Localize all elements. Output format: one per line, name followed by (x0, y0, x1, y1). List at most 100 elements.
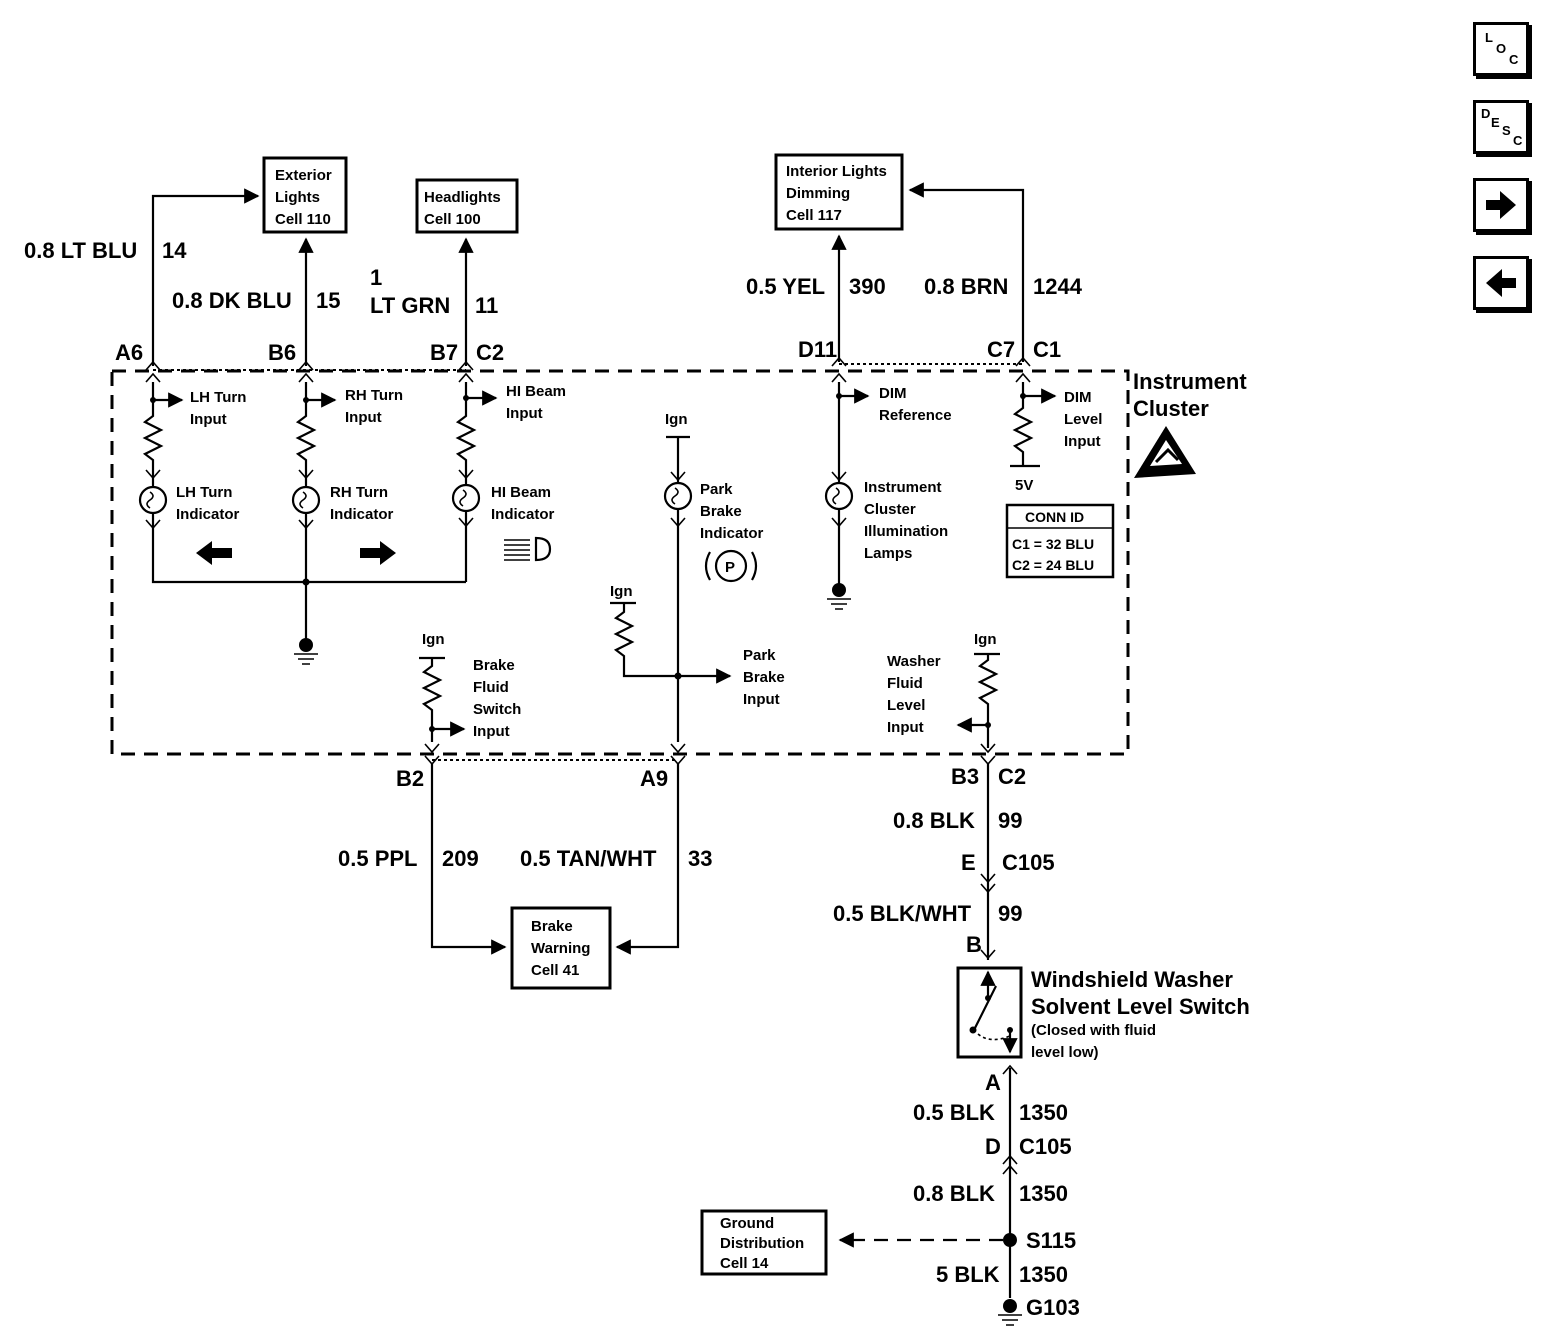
pin-c7: C7 (987, 337, 1015, 362)
wire-1350c-color: 5 BLK (936, 1262, 1000, 1287)
hi-beam-circuit (451, 382, 498, 582)
wire-390-color: 0.5 YEL (746, 274, 825, 299)
next-page-button[interactable] (1473, 178, 1529, 232)
wire-33-color: 0.5 TAN/WHT (520, 846, 657, 871)
ground-dist-line1: Ground (720, 1215, 774, 1232)
switch-title-2: Solvent Level Switch (1031, 994, 1250, 1019)
switch-title-1: Windshield Washer (1031, 967, 1233, 992)
cluster-title-1: Instrument (1133, 369, 1247, 394)
interior-line1: Interior Lights (786, 163, 887, 180)
previous-page-button[interactable] (1473, 256, 1529, 310)
wire-390-num: 390 (849, 274, 886, 299)
conn-id-c1: C1 = 32 BLU (1012, 536, 1094, 552)
loc-letter-o: O (1496, 41, 1507, 56)
wire-1244-color: 0.8 BRN (924, 274, 1008, 299)
exterior-line3: Cell 110 (275, 211, 331, 228)
switch-note-1: (Closed with fluid (1031, 1022, 1156, 1039)
park-input-2: Brake (743, 669, 785, 686)
dim-level-1: DIM (1064, 389, 1092, 406)
pin-b2: B2 (396, 766, 424, 791)
wire-1350b-num: 1350 (1019, 1181, 1068, 1206)
loc-button[interactable]: L O C (1473, 22, 1529, 76)
right-turn-arrow-icon (360, 541, 396, 565)
desc-letter-e: E (1491, 115, 1500, 130)
exterior-line2: Lights (275, 189, 320, 206)
pin-g103: G103 (1026, 1295, 1080, 1320)
wire-1350a-num: 1350 (1019, 1100, 1068, 1125)
rh-turn-ind-2: Indicator (330, 506, 394, 523)
desc-button[interactable]: D E S C (1473, 100, 1529, 154)
illum-2: Cluster (864, 501, 916, 518)
wire-209 (430, 764, 507, 955)
pin-d11: D11 (798, 337, 837, 362)
washer-fluid-circuit (956, 652, 1000, 748)
lh-turn-ind-2: Indicator (176, 506, 240, 523)
hi-beam-ind-2: Indicator (491, 506, 555, 523)
park-ind-1: Park (700, 481, 733, 498)
top-connectors (145, 356, 1031, 383)
dim-reference-circuit (824, 382, 870, 610)
cluster-title-2: Cluster (1133, 396, 1209, 421)
wire-11-color-2: LT GRN (370, 293, 450, 318)
pin-b7: B7 (430, 340, 458, 365)
park-input-1: Park (743, 647, 776, 664)
washer-4: Input (887, 719, 924, 736)
exterior-lights-box (262, 156, 348, 234)
park-ind-2: Brake (700, 503, 742, 520)
dim-level-2: Level (1064, 411, 1102, 428)
lh-turn-input-2: Input (190, 411, 227, 428)
pin-a: A (985, 1070, 1001, 1095)
brake-fluid-3: Switch (473, 701, 521, 718)
wire-1244 (908, 182, 1025, 362)
ground-g103-icon (998, 1299, 1022, 1326)
rh-turn-input-2: Input (345, 409, 382, 426)
hi-beam-input-2: Input (506, 405, 543, 422)
headlights-box (415, 178, 519, 234)
desc-letter-c: C (1513, 133, 1523, 148)
brake-warning-line1: Brake (531, 918, 573, 935)
wire-14 (151, 188, 260, 366)
dim-level-3: Input (1064, 433, 1101, 450)
headlight-icon (504, 536, 552, 562)
desc-letter-d: D (1481, 106, 1491, 121)
switch-note-2: level low) (1031, 1044, 1099, 1061)
pin-e: E (961, 850, 976, 875)
right-arrow-icon (1486, 191, 1516, 219)
brake-warning-line3: Cell 41 (531, 962, 579, 979)
pin-a9: A9 (640, 766, 668, 791)
wire-1350c-num: 1350 (1019, 1262, 1068, 1287)
esd-warning-icon (1134, 426, 1196, 478)
rh-turn-circuit (291, 382, 337, 640)
instrument-cluster-boundary (110, 369, 1130, 756)
pin-d: D (985, 1134, 1001, 1159)
washer-ign: Ign (974, 631, 997, 648)
rh-turn-input-1: RH Turn (345, 387, 403, 404)
brake-fluid-1: Brake (473, 657, 515, 674)
brake-fluid-circuit (419, 656, 466, 742)
illum-3: Illumination (864, 523, 948, 540)
pin-c2-bottom: C2 (998, 764, 1026, 789)
interior-lights-box (774, 153, 904, 231)
desc-letter-s: S (1502, 123, 1511, 138)
five-volt-label: 5V (1015, 477, 1033, 494)
wire-15-color: 0.8 DK BLU (172, 288, 292, 313)
interior-line2: Dimming (786, 185, 850, 202)
exterior-line1: Exterior (275, 167, 332, 184)
washer-3: Level (887, 697, 925, 714)
pin-c2-top: C2 (476, 340, 504, 365)
park-brake-circuit (610, 435, 730, 742)
ground-dist-line3: Cell 14 (720, 1255, 769, 1272)
park-ign: Ign (665, 411, 688, 428)
wire-99b-color: 0.5 BLK/WHT (833, 901, 972, 926)
park-symbol-letter: P (725, 559, 735, 576)
wire-99b-num: 99 (998, 901, 1022, 926)
wire-11-num: 11 (475, 293, 498, 318)
conn-id-box (1005, 503, 1115, 579)
loc-letter-c: C (1509, 52, 1519, 67)
pin-c1: C1 (1033, 337, 1061, 362)
wire-11-color-1: 1 (370, 265, 382, 290)
bottom-connectors (424, 743, 996, 766)
lh-turn-ind-1: LH Turn (176, 484, 232, 501)
pin-s115: S115 (1026, 1228, 1076, 1253)
